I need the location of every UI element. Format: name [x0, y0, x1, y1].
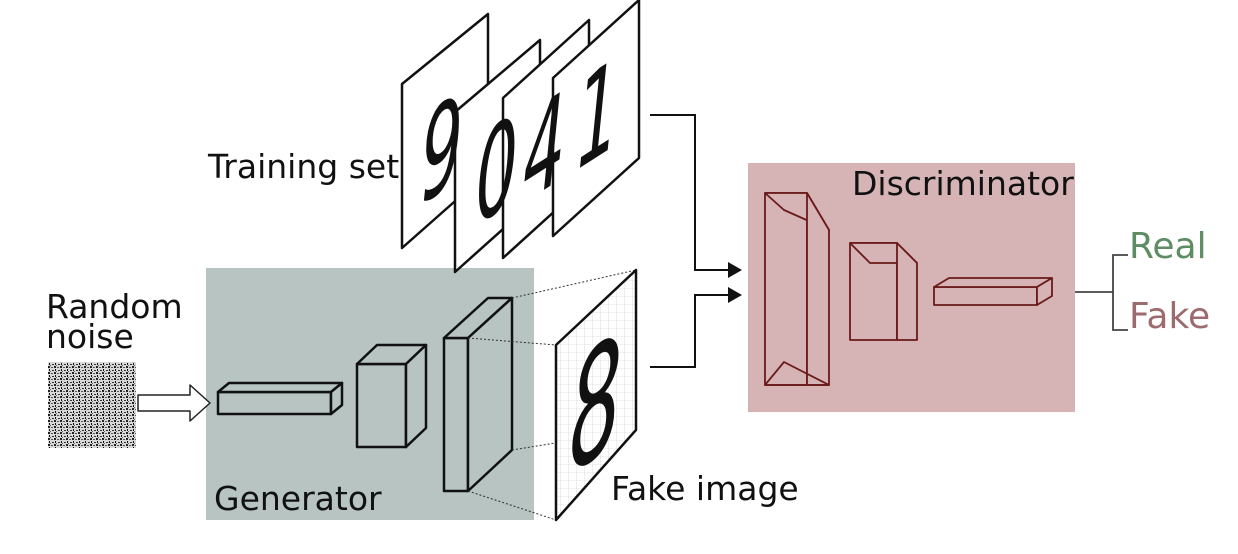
noise-image [48, 362, 136, 448]
discriminator-layer-3 [933, 277, 1053, 306]
generator-layer-2 [355, 343, 428, 449]
discriminator-layer-2 [849, 242, 918, 341]
discriminator-layer-1 [764, 192, 830, 386]
arrowhead-bottom [728, 287, 742, 303]
training-digits: 9 0 4 1 [421, 32, 619, 254]
output-bracket [1075, 254, 1128, 331]
input-arrow [137, 384, 211, 422]
fake-image-label: Fake image [611, 469, 799, 508]
training-digit-4: 1 [577, 32, 619, 199]
fake-digit: 8 [570, 300, 622, 512]
generator-label: Generator [214, 479, 382, 518]
training-digit-1: 9 [421, 66, 463, 233]
random-noise-label-line1: Random [46, 287, 183, 326]
training-set-label: Training set [207, 147, 399, 186]
discriminator-label: Discriminator [852, 164, 1074, 203]
fake-image-panel [554, 268, 638, 522]
real-label: Real [1129, 226, 1207, 267]
arrowhead-top [728, 262, 742, 278]
training-digit-2: 0 [476, 87, 518, 254]
training-digit-3: 4 [523, 65, 565, 232]
generator-layer-3 [442, 296, 514, 493]
training-panel-4 [551, 0, 641, 238]
random-noise-label-line2: noise [46, 317, 134, 356]
training-set-panels [400, 0, 641, 274]
generator-layer-1 [216, 381, 344, 416]
fake-label: Fake [1129, 296, 1210, 337]
connector-lines [650, 114, 728, 368]
